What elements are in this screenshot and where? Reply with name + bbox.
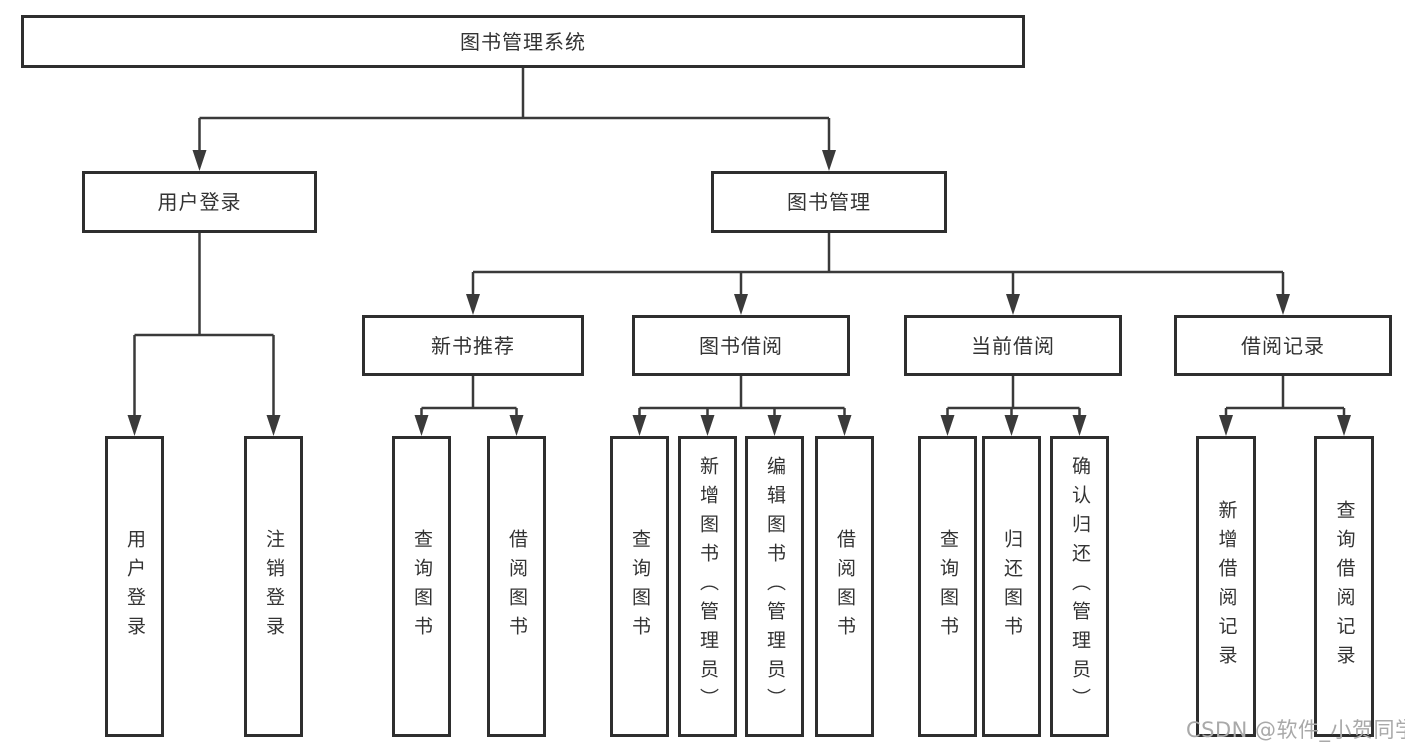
arrowhead-down-icon: [767, 415, 782, 436]
arrowhead-down-icon: [466, 294, 480, 315]
node-label: 查询图书: [937, 528, 959, 645]
node-label: 借阅图书: [834, 528, 856, 645]
node-label: 注销登录: [263, 528, 285, 645]
arrowhead-down-icon: [837, 415, 852, 436]
leaf-add-borrow-record: 新增借阅记录: [1196, 436, 1256, 737]
leaf-return-book: 归还图书: [982, 436, 1041, 737]
node-label: 新增借阅记录: [1215, 499, 1238, 674]
node-label: 图书管理系统: [460, 29, 586, 54]
arrowhead-down-icon: [414, 415, 429, 436]
arrowhead-down-icon: [1219, 415, 1233, 436]
node-label: 图书管理: [787, 190, 871, 214]
node-book-borrowing: 图书借阅: [632, 315, 850, 376]
node-label: 用户登录: [157, 190, 242, 214]
leaf-query-books-recommend: 查询图书: [392, 436, 451, 737]
arrowhead-down-icon: [822, 150, 836, 171]
node-library-management-system: 图书管理系统: [21, 15, 1025, 68]
arrowhead-down-icon: [192, 150, 207, 171]
node-label: 确认归还（管理员）: [1069, 456, 1091, 717]
arrowhead-down-icon: [700, 415, 715, 436]
arrowhead-down-icon: [1337, 415, 1351, 436]
node-label: 借阅图书: [506, 528, 528, 645]
arrowhead-down-icon: [127, 415, 142, 436]
node-label: 查询图书: [411, 528, 433, 645]
arrowhead-down-icon: [1004, 415, 1019, 436]
leaf-borrow-books: 借阅图书: [815, 436, 874, 737]
node-label: 编辑图书（管理员）: [764, 456, 786, 717]
arrowhead-down-icon: [1276, 294, 1290, 315]
arrowhead-down-icon: [940, 415, 955, 436]
arrowhead-down-icon: [1006, 294, 1020, 315]
node-label: 用户登录: [124, 528, 146, 645]
node-current-borrowing: 当前借阅: [904, 315, 1122, 376]
arrowhead-down-icon: [1072, 415, 1087, 436]
node-label: 查询图书: [629, 528, 651, 645]
leaf-edit-book-admin: 编辑图书（管理员）: [745, 436, 804, 737]
leaf-query-borrow-record: 查询借阅记录: [1314, 436, 1374, 737]
leaf-query-books-current: 查询图书: [918, 436, 977, 737]
arrowhead-down-icon: [509, 415, 524, 436]
leaf-logout: 注销登录: [244, 436, 303, 737]
arrowhead-down-icon: [734, 294, 748, 315]
node-label: 当前借阅: [971, 333, 1055, 358]
node-label: 借阅记录: [1241, 333, 1325, 358]
leaf-confirm-return-admin: 确认归还（管理员）: [1050, 436, 1109, 737]
node-label: 新增图书（管理员）: [697, 456, 719, 717]
node-new-book-recommendation: 新书推荐: [362, 315, 584, 376]
leaf-user-login: 用户登录: [105, 436, 164, 737]
node-label: 图书借阅: [699, 333, 783, 358]
node-label: 新书推荐: [431, 333, 515, 358]
node-user-login: 用户登录: [82, 171, 317, 233]
node-label: 归还图书: [1001, 528, 1023, 645]
leaf-borrow-books-recommend: 借阅图书: [487, 436, 546, 737]
leaf-query-books-borrow: 查询图书: [610, 436, 669, 737]
node-borrowing-records: 借阅记录: [1174, 315, 1392, 376]
arrowhead-down-icon: [632, 415, 647, 436]
node-book-management: 图书管理: [711, 171, 947, 233]
arrowhead-down-icon: [266, 415, 281, 436]
node-label: 查询借阅记录: [1333, 499, 1356, 674]
leaf-add-book-admin: 新增图书（管理员）: [678, 436, 737, 737]
csdn-watermark: CSDN @软件_小贺同学: [1186, 718, 1405, 742]
